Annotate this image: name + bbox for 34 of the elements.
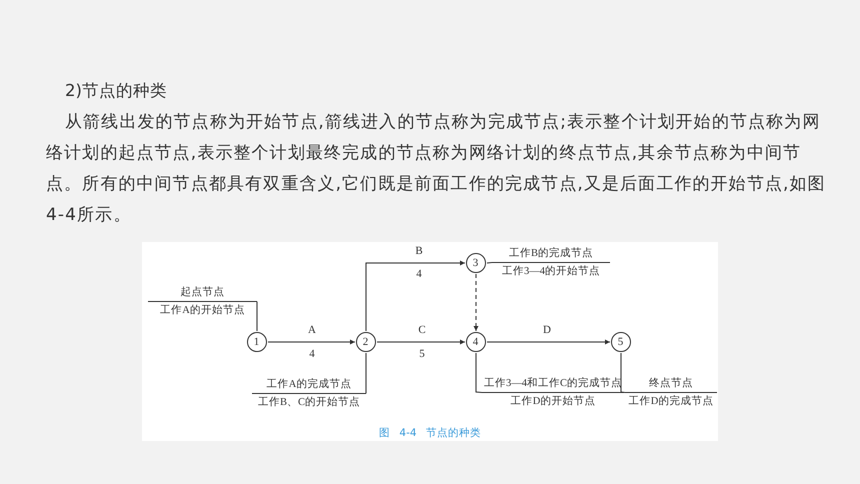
arrow [268,340,356,344]
node-circle: 4 [466,332,486,352]
node-annotation: 终点节点 [625,375,717,393]
node-circle: 1 [246,332,266,352]
node-annotation: 工作B的完成节点 [492,245,610,263]
duration-label: 4 [416,268,422,280]
edge-label: B [415,245,423,257]
node-circle: 3 [466,252,486,272]
node-annotation: 工作3—4和工作C的完成节点 [482,375,624,393]
figure-caption: 图 4-4 节点的种类 [378,426,482,440]
node-circle: 2 [356,332,376,352]
node-annotation: 起点节点 [148,284,257,302]
arrow [366,260,466,332]
edge-label: D [543,324,551,336]
arrow [376,340,466,344]
leader-line [486,262,492,264]
node-annotation: 工作A的开始节点 [159,303,246,318]
leader-line [620,352,626,393]
duration-label: 5 [419,348,425,360]
duration-label: 4 [309,348,315,360]
leader-line [256,301,258,332]
node-annotation: 工作3—4的开始节点 [501,264,601,279]
leader-line [476,352,482,393]
node-annotation: 工作D的开始节点 [510,394,596,409]
arrow [486,340,610,344]
node-annotation: 工作A的完成节点 [252,376,366,394]
edge-label: C [418,324,426,336]
node-annotation: 工作D的完成节点 [628,394,714,409]
edge-label: A [308,324,316,336]
dashed-arrow [474,274,478,332]
section-heading: 2)节点的种类 [65,80,167,102]
paragraph: 从箭线出发的节点称为开始节点,箭线进入的节点称为完成节点;表示整个计划开始的节点称为网络计划的起点节点,表示整个计划最终完成的节点称为网络计划的终点节点,其余节点称为中间节点。所有的中间节点都具有双重含义,它们既是前面工作的完成节点,又是后面工作的开始节点,如图4-4所示。 [46,111,827,227]
node-annotation: 工作B、C的开始节点 [256,395,361,410]
node-circle: 5 [610,332,630,352]
